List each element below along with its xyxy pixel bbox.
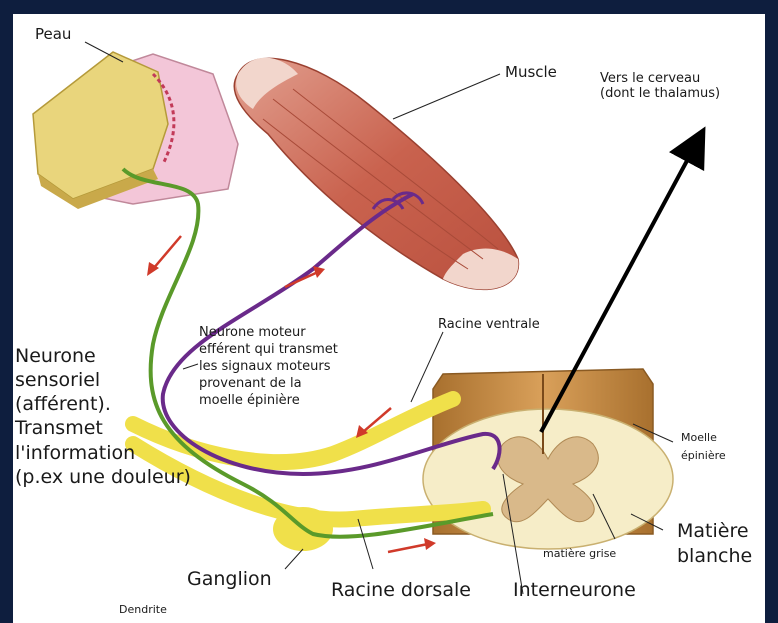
- label-vers-cerveau: Vers le cerveau (dont le thalamus): [600, 72, 720, 102]
- skin-illustration: [33, 52, 238, 209]
- label-matiere-blanche: Matière blanche: [677, 519, 752, 568]
- label-matiere-grise: matière grise: [543, 548, 616, 561]
- label-neurone-sensoriel: Neurone sensoriel (afférent). Transmet l…: [15, 344, 191, 489]
- reflex-arc-diagram: [13, 14, 765, 623]
- label-muscle: Muscle: [505, 64, 557, 81]
- label-ganglion: Ganglion: [187, 569, 272, 591]
- label-neurone-moteur: Neurone moteur efférent qui transmet les…: [199, 325, 338, 409]
- muscle-illustration: [234, 58, 518, 290]
- label-interneurone: Interneurone: [513, 580, 636, 602]
- diagram-frame: Peau Muscle Vers le cerveau (dont le tha…: [13, 14, 765, 623]
- label-racine-dorsale: Racine dorsale: [331, 580, 471, 602]
- label-racine-ventrale: Racine ventrale: [438, 318, 540, 333]
- label-peau: Peau: [35, 26, 71, 43]
- label-dendrite: Dendrite: [119, 604, 167, 617]
- spinal-cord-illustration: [423, 369, 673, 549]
- label-moelle-epiniere: Moelle épinière: [681, 429, 726, 464]
